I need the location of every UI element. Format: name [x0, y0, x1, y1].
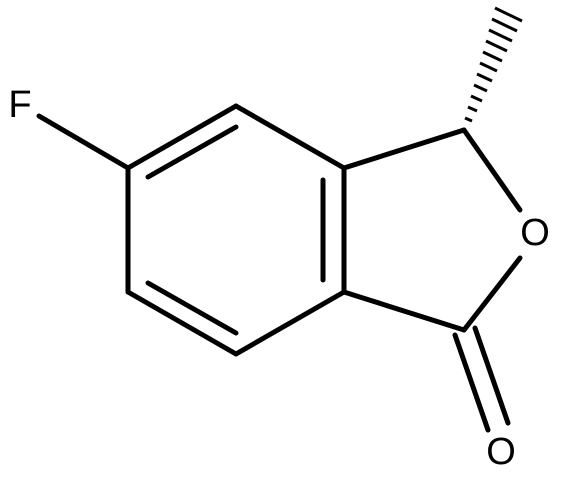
bond-c7-c6 — [125, 289, 239, 357]
bond-o2-c1 — [461, 255, 523, 333]
bond-c-f — [36, 113, 131, 171]
carbonyl-double-bond-left — [452, 332, 491, 433]
bond-c4-c5 — [125, 103, 239, 171]
ring-oxygen-atom-label: O — [520, 212, 550, 254]
benzene-ring — [125, 103, 347, 357]
aromatic-inner-bond-top — [145, 124, 239, 180]
bond-c3a-c3 — [341, 127, 467, 171]
bond-c1-c7a — [341, 289, 467, 333]
hashed-wedge-bond-methyl — [461, 6, 523, 133]
carbonyl-oxygen-atom-label: O — [486, 431, 516, 473]
fluorine-atom-label: F — [8, 84, 31, 126]
aromatic-inner-bond-bottom — [145, 280, 239, 336]
lactone-ring — [341, 127, 523, 433]
bond-c5-c3a — [233, 103, 347, 171]
bond-c7a-c7 — [233, 289, 347, 357]
bond-c3-o2 — [461, 127, 523, 213]
carbonyl-double-bond-right — [472, 325, 511, 426]
